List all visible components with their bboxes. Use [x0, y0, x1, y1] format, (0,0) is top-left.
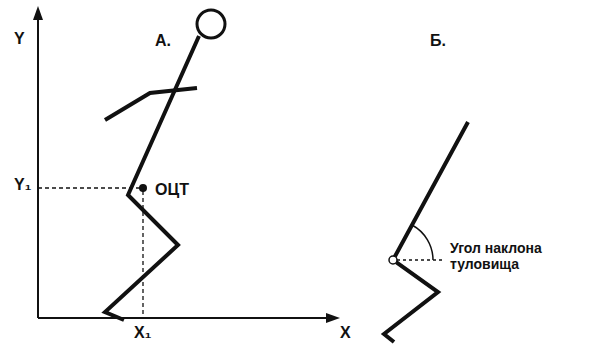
hip-joint: [389, 256, 397, 264]
head: [197, 10, 225, 38]
coordinate-label: Y₁: [14, 176, 31, 194]
axis-arrowhead: [33, 6, 43, 20]
center-of-mass-dot: [139, 184, 147, 192]
arm: [105, 88, 197, 120]
angle-arc: [412, 225, 433, 260]
stick-figure: [384, 122, 468, 342]
y-axis: [37, 16, 39, 318]
panel-label: Б.: [430, 32, 446, 50]
axis-label: X: [340, 324, 351, 342]
coordinate-label: X₁: [134, 324, 151, 342]
axis-label: Y: [14, 30, 25, 48]
point-label: ОЦТ: [155, 181, 189, 199]
stick-figure: [105, 36, 199, 320]
angle-label: Угол наклона туловища: [450, 240, 562, 272]
axis-arrowhead: [326, 313, 340, 323]
x-axis: [38, 317, 330, 319]
projection-line: [38, 187, 140, 188]
horizontal-reference: [397, 259, 444, 260]
panel-label: А.: [155, 32, 171, 50]
